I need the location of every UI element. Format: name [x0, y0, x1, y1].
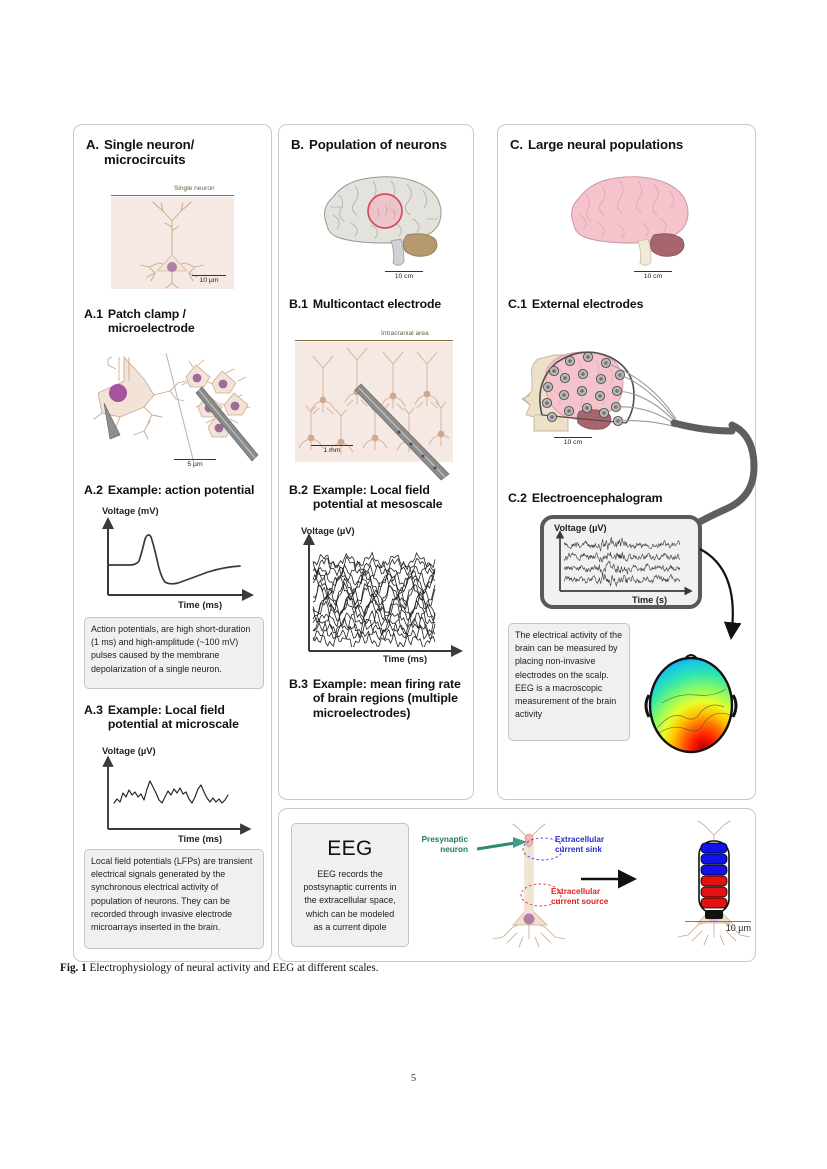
panel-a-scale-bar: 10 µm [192, 275, 226, 284]
panel-c1-heading: C.1 External electrodes [508, 297, 738, 311]
panel-d-scale-bar: 10 µm [685, 921, 751, 933]
panel-b2-title-line1: Example: Local field [312, 483, 430, 497]
panel-a3-title-line1: Example: Local field [107, 703, 225, 717]
panel-a3-y-axis-label: Voltage (µV) [102, 745, 156, 756]
panel-a2-x-axis-label: Time (ms) [178, 599, 223, 610]
panel-a3-x-axis-label: Time (ms) [178, 833, 223, 844]
arrow-to-topomap-icon [699, 548, 742, 640]
pyramidal-neuron-dipole-illustration [469, 821, 589, 951]
panel-a1-scale-bar: 5 µm [174, 459, 216, 468]
panel-a3-letter: A.3 [84, 703, 103, 717]
panel-a3-title-line2: potential at microscale [107, 717, 239, 732]
panel-c-large-neural-populations: C. Large neural populations [497, 124, 758, 800]
panel-b1-illustration-label: Intracranial area [381, 330, 429, 337]
panel-a-letter: A. [86, 137, 99, 152]
panel-b3-letter: B.3 [289, 677, 308, 691]
eeg-display-box: Voltage (µV) Time (s) [540, 515, 702, 609]
panel-a-heading: A. Single neuron/ microcircuits [86, 137, 261, 168]
panel-c-title: Large neural populations [528, 137, 684, 152]
panel-b-population-of-neurons: B. Population of neurons [278, 124, 474, 800]
panel-a-illustration-label: Single neuron [174, 185, 215, 192]
panel-a2-y-axis-label: Voltage (mV) [102, 505, 159, 516]
eeg-traces-chart [548, 530, 698, 607]
panel-b-heading: B. Population of neurons [291, 137, 466, 152]
panel-a1-title-line2: microelectrode [107, 321, 195, 336]
panel-b-letter: B. [291, 137, 304, 152]
panel-c-letter: C. [510, 137, 523, 152]
page-number: 5 [410, 1073, 417, 1084]
brain-lateral-gray-illustration [307, 169, 457, 267]
panel-c2-title: Electroencephalogram [531, 491, 663, 505]
eeg-box-text: EEG records the postsynaptic currents in… [303, 869, 397, 932]
panel-b3-title-line2: of brain regions (multiple [312, 691, 458, 706]
brain-lateral-pink-illustration [554, 169, 704, 267]
panel-a1-title-line1: Patch clamp / [107, 307, 186, 321]
panel-a-tissue-bg [111, 197, 234, 289]
eeg-box-title: EEG [327, 837, 373, 860]
panel-a-tissue-rule [111, 195, 234, 196]
panel-c2-x-axis-label: Time (s) [632, 595, 668, 605]
panel-a-title-line2: microcircuits [104, 152, 186, 168]
figure-caption-text: Electrophysiology of neural activity and… [89, 962, 379, 974]
panel-c2-heading: C.2 Electroencephalogram [508, 491, 743, 505]
panel-b3-title-line1: Example: mean firing rate [312, 677, 461, 691]
panel-b2-heading: B.2 Example: Local field potential at me… [289, 483, 471, 512]
panel-b-title: Population of neurons [309, 137, 447, 152]
panel-a3-note: Local field potentials (LFPs) are transi… [84, 849, 264, 949]
panel-b1-tissue-rule [295, 340, 453, 341]
panel-c1-scale-bar: 10 cm [554, 437, 592, 446]
single-neuron-illustration [111, 197, 234, 289]
panel-c2-y-axis-label: Voltage (µV) [554, 523, 607, 533]
panel-b2-x-axis-label: Time (ms) [383, 653, 428, 664]
panel-a2-letter: A.2 [84, 483, 103, 497]
label-extracellular-current-source: Extracellular current source [551, 887, 609, 907]
eeg-topomap [638, 645, 744, 763]
patch-clamp-illustration [86, 351, 264, 469]
panel-a3-heading: A.3 Example: Local field potential at mi… [84, 703, 266, 732]
label-presynaptic-neuron: Presynaptic neuron [421, 835, 468, 855]
label-extracellular-current-sink: Extracellular current sink [555, 835, 605, 855]
panel-c2-note: The electrical activity of the brain can… [508, 623, 630, 741]
panel-c-heading: C. Large neural populations [510, 137, 745, 152]
eeg-definition-box: EEG EEG records the postsynaptic current… [291, 823, 409, 947]
current-dipole-model-illustration [659, 819, 769, 951]
multicontact-electrode-illustration [295, 342, 453, 481]
panel-b2-y-axis-label: Voltage (µV) [301, 525, 355, 536]
panel-b-scale-bar: 10 cm [385, 271, 423, 280]
figure-caption: Fig. 1 Electrophysiology of neural activ… [60, 962, 760, 974]
panel-a-single-neuron: A. Single neuron/ microcircuits Single n… [73, 124, 272, 962]
dipole-transition-arrow-icon [581, 869, 637, 889]
panel-b3-heading: B.3 Example: mean firing rate of brain r… [289, 677, 471, 720]
panel-a-title-line1: Single neuron/ [104, 137, 195, 152]
panel-c1-letter: C.1 [508, 297, 527, 311]
panel-b3-title-line3: microelectrodes) [312, 705, 411, 720]
panel-a1-letter: A.1 [84, 307, 103, 321]
panel-b1-heading: B.1 Multicontact electrode [289, 297, 469, 311]
eeg-cable [690, 421, 758, 529]
figure-1: A. Single neuron/ microcircuits Single n… [60, 118, 770, 962]
panel-b1-letter: B.1 [289, 297, 308, 311]
panel-a2-title: Example: action potential [107, 483, 255, 497]
action-potential-chart [92, 517, 262, 605]
panel-d-eeg-dipole: EEG EEG records the postsynaptic current… [278, 808, 756, 962]
panel-c1-title: External electrodes [531, 297, 644, 311]
panel-a2-heading: A.2 Example: action potential [84, 483, 269, 497]
panel-b1-scale-bar: 1 mm [311, 445, 353, 454]
panel-c-scale-bar: 10 cm [634, 271, 672, 280]
figure-caption-label: Fig. 1 [60, 962, 87, 974]
panel-a1-heading: A.1 Patch clamp / microelectrode [84, 307, 264, 336]
lfp-microscale-chart [92, 755, 262, 839]
panel-a2-note: Action potentials, are high short-durati… [84, 617, 264, 689]
panel-b2-title-line2: potential at mesoscale [312, 497, 443, 512]
lfp-mesoscale-chart [293, 533, 469, 667]
panel-c2-letter: C.2 [508, 491, 527, 505]
panel-b1-title: Multicontact electrode [312, 297, 442, 311]
panel-b2-letter: B.2 [289, 483, 308, 497]
eeg-cap-head-illustration [508, 335, 748, 453]
